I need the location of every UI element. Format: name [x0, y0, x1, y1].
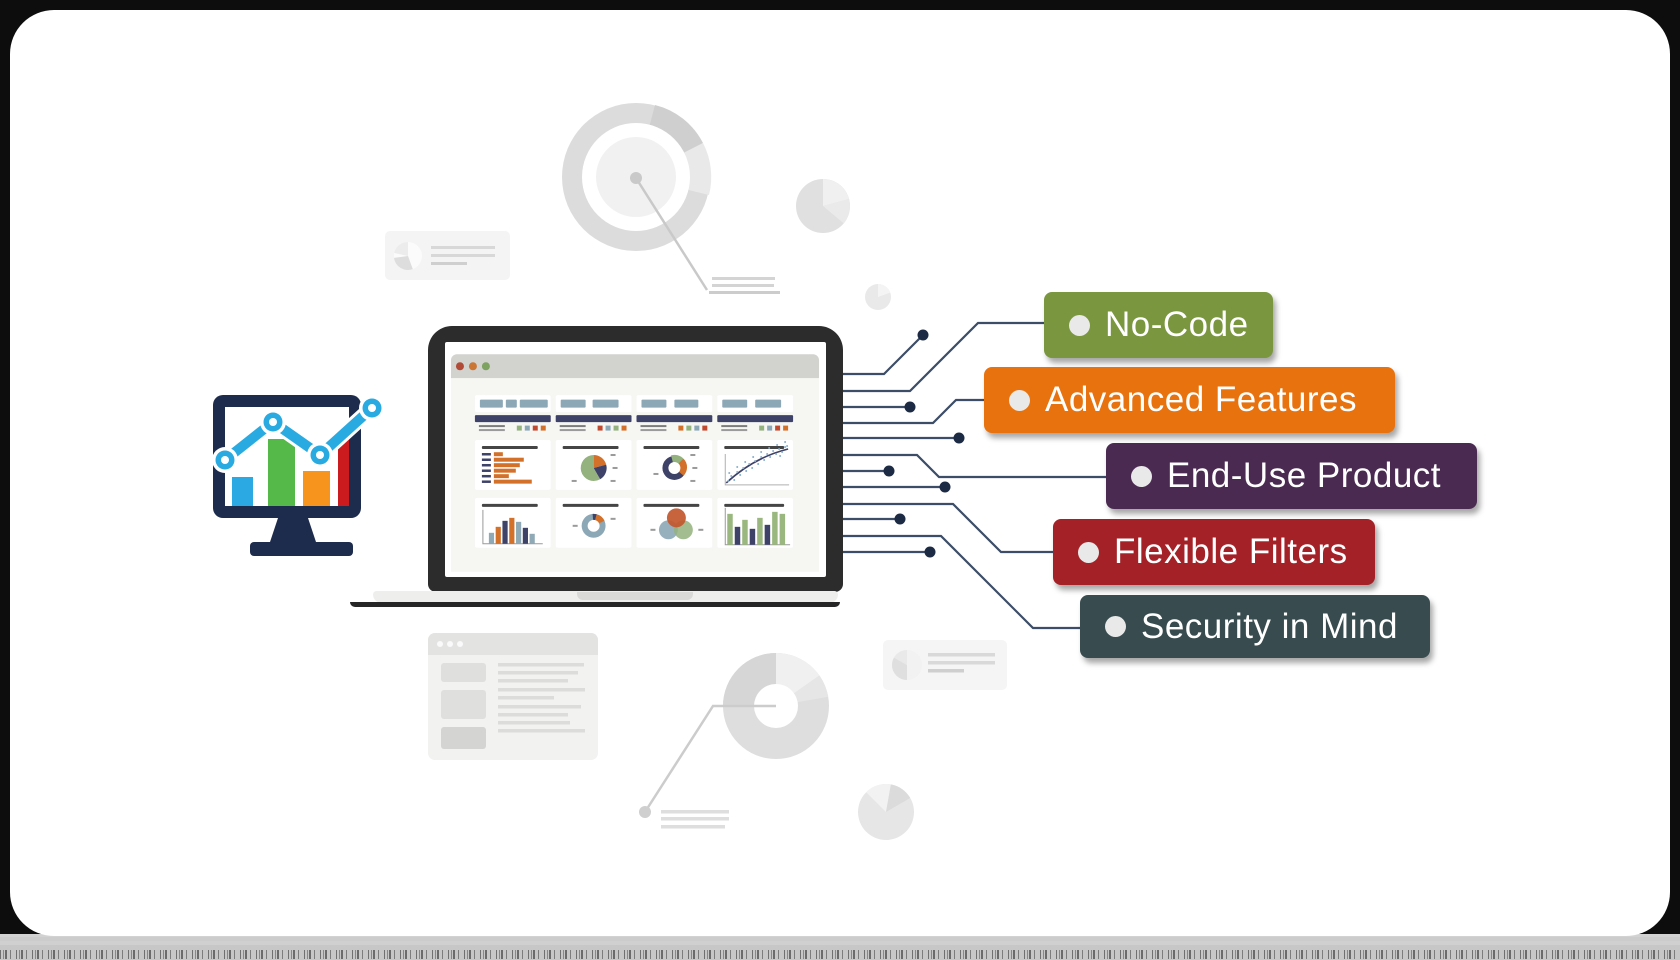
- laptop-base: [373, 591, 838, 603]
- circuit-dot: [917, 329, 929, 341]
- circuit-dot: [883, 465, 895, 477]
- bar-orange: [303, 471, 330, 506]
- circuit-line: [843, 321, 1046, 393]
- circuit-dot: [939, 481, 951, 493]
- trend-line: [212, 395, 385, 473]
- chart-card-donut2: [555, 497, 632, 548]
- tiny-pie-decoration: [865, 284, 891, 310]
- bullet-icon: [1105, 616, 1126, 637]
- donut-chart-decoration-top: [562, 103, 780, 294]
- footer-microtext-strip: [0, 934, 1680, 960]
- badge-flexible-filters: Flexible Filters: [1053, 519, 1375, 585]
- laptop-base-notch: [577, 592, 693, 600]
- circuit-dot: [894, 513, 906, 525]
- chart-card-columns2: [717, 497, 794, 548]
- chart-card-columns: [474, 497, 551, 548]
- circuit-line: [843, 337, 921, 376]
- dashboard-column: [474, 395, 551, 432]
- browser-card-decoration-bottomleft: [428, 633, 598, 760]
- badge-label: Security in Mind: [1141, 606, 1398, 646]
- laptop-bezel: [428, 326, 843, 592]
- badge-end-use-product: End-Use Product: [1106, 443, 1477, 509]
- dashboard-column: [636, 395, 713, 432]
- chart-card-donut: [636, 440, 713, 490]
- dashboard-column: [717, 395, 794, 432]
- chart-card-scatter: [717, 440, 794, 490]
- circuit-line: [843, 398, 986, 425]
- circuit-line: [843, 534, 1082, 630]
- badge-no-code: No-Code: [1044, 292, 1273, 358]
- laptop-base-shadow: [350, 602, 840, 607]
- stat-card-decoration-topleft: [385, 231, 510, 280]
- badge-security-in-mind: Security in Mind: [1080, 595, 1430, 658]
- bullet-icon: [1069, 314, 1090, 336]
- circuit-dot: [953, 432, 965, 444]
- circuit-line: [843, 453, 1108, 479]
- circuit-line: [843, 502, 1055, 554]
- pie-chart-decoration-bottomright: [858, 783, 914, 840]
- window-dot-red: [455, 362, 464, 371]
- bullet-icon: [1009, 389, 1030, 411]
- chart-card-pie: [555, 440, 632, 490]
- dashboard-column: [555, 395, 632, 432]
- analytics-monitor-icon: [212, 395, 385, 556]
- laptop-screen: [445, 342, 826, 577]
- stat-card-decoration-bottomright: [883, 640, 1007, 690]
- badge-advanced-features: Advanced Features: [984, 367, 1395, 433]
- circuit-dot: [904, 401, 916, 413]
- footer-microtext-marks: [0, 950, 1680, 959]
- bar-blue: [232, 477, 253, 506]
- chart-card-barh: [474, 440, 551, 490]
- badge-label: Advanced Features: [1045, 380, 1358, 419]
- badge-label: End-Use Product: [1167, 456, 1442, 495]
- bar-green: [268, 439, 295, 506]
- dashboard-screenshot: [450, 354, 820, 572]
- bar-red: [338, 436, 349, 506]
- bullet-icon: [1078, 541, 1099, 563]
- badge-label: Flexible Filters: [1114, 532, 1348, 571]
- window-dot-green: [481, 362, 490, 371]
- badge-label: No-Code: [1105, 305, 1249, 344]
- chart-card-venn: [636, 497, 713, 548]
- bullet-icon: [1131, 465, 1152, 487]
- pie-chart-decoration-topright: [796, 179, 850, 233]
- window-dot-orange: [468, 362, 477, 371]
- donut-chart-decoration-bottom: [639, 653, 829, 829]
- circuit-dot: [924, 546, 936, 558]
